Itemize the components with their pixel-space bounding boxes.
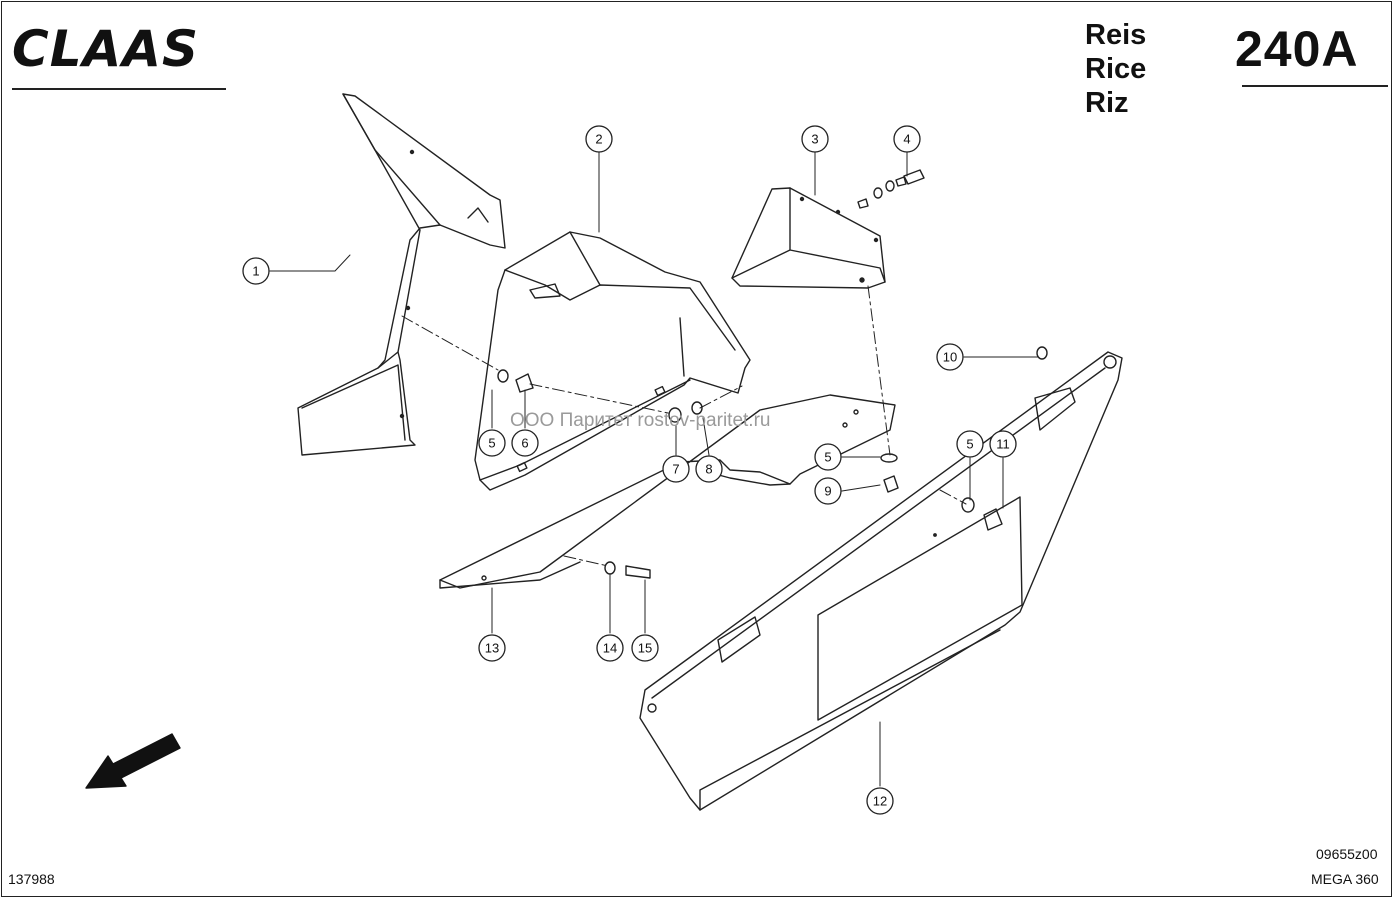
callout-4: 4 — [893, 125, 921, 153]
part-1-shield — [297, 93, 506, 456]
logo-underline — [12, 88, 226, 90]
svg-text:1: 1 — [252, 264, 259, 279]
figure-code: 09655z00 — [1316, 846, 1378, 862]
callout-2: 2 — [585, 125, 613, 153]
part-2-hood — [474, 231, 751, 491]
svg-text:7: 7 — [672, 462, 679, 477]
part-3-bracket — [731, 187, 886, 289]
callout-5a: 5 — [478, 429, 506, 457]
callout-9: 9 — [814, 477, 842, 505]
svg-text:5: 5 — [824, 450, 831, 465]
title-french: Riz — [1085, 87, 1129, 119]
direction-arrow — [85, 733, 181, 789]
callout-13: 13 — [478, 634, 506, 662]
page-number: 240A — [1235, 21, 1359, 77]
svg-text:6: 6 — [521, 436, 528, 451]
claas-logo: CLAAS — [12, 20, 199, 78]
callout-11: 11 — [989, 430, 1017, 458]
callout-5c: 5 — [956, 430, 984, 458]
svg-text:CLAAS: CLAAS — [12, 20, 199, 78]
callout-3: 3 — [801, 125, 829, 153]
svg-text:13: 13 — [485, 641, 499, 656]
svg-text:11: 11 — [996, 437, 1010, 452]
svg-text:8: 8 — [705, 462, 712, 477]
svg-text:15: 15 — [638, 641, 652, 656]
title-english: Rice — [1085, 53, 1147, 85]
svg-text:9: 9 — [824, 484, 831, 499]
model-name: MEGA 360 — [1311, 871, 1379, 887]
assembly-lines — [401, 285, 967, 567]
svg-text:14: 14 — [603, 641, 617, 656]
callout-14: 14 — [596, 634, 624, 662]
callout-5b: 5 — [814, 443, 842, 471]
callout-12: 12 — [866, 787, 894, 815]
svg-text:5: 5 — [488, 436, 495, 451]
page-number-underline — [1242, 85, 1388, 87]
callout-leaders — [269, 151, 1039, 787]
svg-text:5: 5 — [966, 437, 973, 452]
svg-text:10: 10 — [943, 350, 957, 365]
fasteners — [497, 346, 1048, 579]
callout-8: 8 — [695, 455, 723, 483]
callout-6: 6 — [511, 429, 539, 457]
callout-15: 15 — [631, 634, 659, 662]
callout-10: 10 — [936, 343, 964, 371]
svg-text:2: 2 — [595, 132, 602, 147]
title-german: Reis — [1085, 19, 1147, 51]
svg-text:4: 4 — [903, 132, 910, 147]
part-4-bolt-set — [857, 169, 925, 209]
svg-text:12: 12 — [873, 794, 887, 809]
drawing-number: 137988 — [8, 871, 55, 887]
watermark: ООО Паритет rostov-paritet.ru — [510, 410, 771, 431]
svg-text:3: 3 — [811, 132, 818, 147]
callout-7: 7 — [662, 455, 690, 483]
callout-1: 1 — [242, 257, 270, 285]
callouts: 1 2 3 4 5 6 7 8 5 9 10 5 11 12 13 14 15 — [242, 125, 1017, 815]
